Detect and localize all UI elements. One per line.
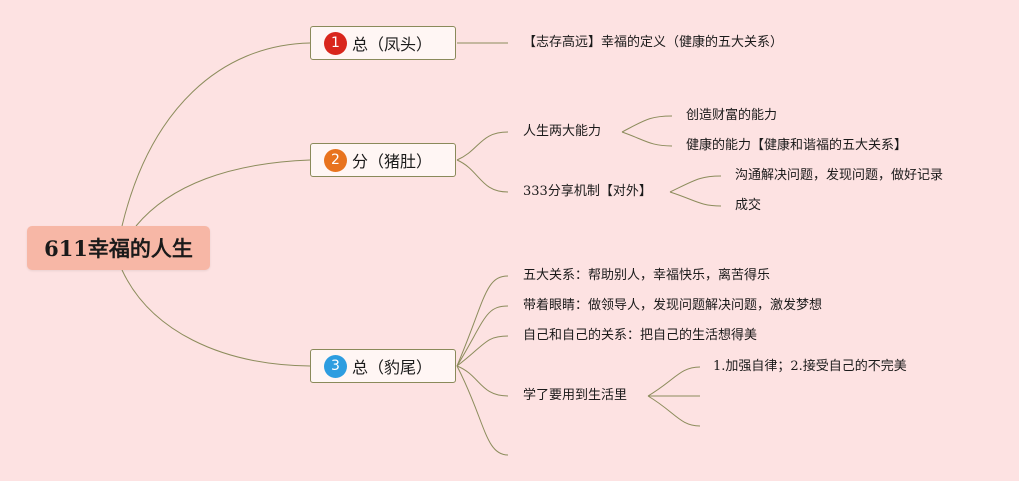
connector-b2c1-leaf-1 bbox=[621, 115, 673, 133]
subtopic-3-2[interactable]: 带着眼睛：做领导人，发现问题解决问题，激发梦想 bbox=[523, 298, 823, 313]
connector-root-branch-3 bbox=[121, 269, 311, 367]
subtopic-2-2-1[interactable]: 沟通解决问题，发现问题，做好记录 bbox=[735, 168, 944, 183]
main-topic-1[interactable]: 1 总（凤头） bbox=[310, 26, 456, 60]
connector-branch-3-child-1 bbox=[456, 275, 509, 367]
connector-b3c4-leaf-3 bbox=[647, 395, 701, 427]
subtopic-3-4[interactable]: 学了要用到生活里 bbox=[523, 388, 628, 403]
root-topic[interactable]: 611幸福的人生 bbox=[27, 226, 210, 270]
connector-branch-2-child-2 bbox=[456, 159, 509, 193]
connector-branch-3-child-4 bbox=[456, 365, 509, 397]
main-topic-2-label: 分（猪肚） bbox=[352, 152, 433, 171]
connector-branch-3-child-3 bbox=[456, 335, 509, 367]
subtopic-3-3[interactable]: 自己和自己的关系：把自己的生活想得美 bbox=[523, 328, 758, 343]
number-badge-1: 1 bbox=[324, 31, 347, 55]
main-topic-1-label: 总（凤头） bbox=[352, 35, 433, 54]
number-badge-2: 2 bbox=[324, 148, 347, 172]
connector-b3c4-leaf-1 bbox=[647, 366, 701, 397]
connector-b2c1-leaf-2 bbox=[621, 131, 673, 147]
subtopic-1-1[interactable]: 【志存高远】幸福的定义（健康的五大关系） bbox=[523, 35, 784, 50]
subtopic-3-4-1[interactable]: 1.加强自律；2.接受自己的不完美 bbox=[713, 359, 907, 374]
subtopic-2-1[interactable]: 人生两大能力 bbox=[523, 124, 602, 139]
connector-root-branch-2 bbox=[135, 159, 311, 227]
connector-b2c2-leaf-1 bbox=[669, 175, 722, 193]
connector-branch-3-child-5 bbox=[456, 365, 509, 456]
main-topic-3[interactable]: 3 总（豹尾） bbox=[310, 349, 456, 383]
connector-b2c2-leaf-2 bbox=[669, 191, 722, 207]
subtopic-2-2-2[interactable]: 成交 bbox=[735, 198, 762, 213]
connector-root-branch-1 bbox=[121, 42, 311, 227]
connector-branch-3-child-2 bbox=[456, 305, 509, 367]
connector-branch-2-child-1 bbox=[456, 131, 509, 161]
subtopic-3-1[interactable]: 五大关系：帮助别人，幸福快乐，离苦得乐 bbox=[523, 268, 771, 283]
number-badge-3: 3 bbox=[324, 354, 347, 378]
subtopic-2-2[interactable]: 333分享机制【对外】 bbox=[523, 184, 652, 199]
main-topic-2[interactable]: 2 分（猪肚） bbox=[310, 143, 456, 177]
subtopic-2-1-2[interactable]: 健康的能力【健康和谐福的五大关系】 bbox=[686, 138, 908, 153]
subtopic-2-1-1[interactable]: 创造财富的能力 bbox=[686, 108, 778, 123]
main-topic-3-label: 总（豹尾） bbox=[352, 358, 433, 377]
